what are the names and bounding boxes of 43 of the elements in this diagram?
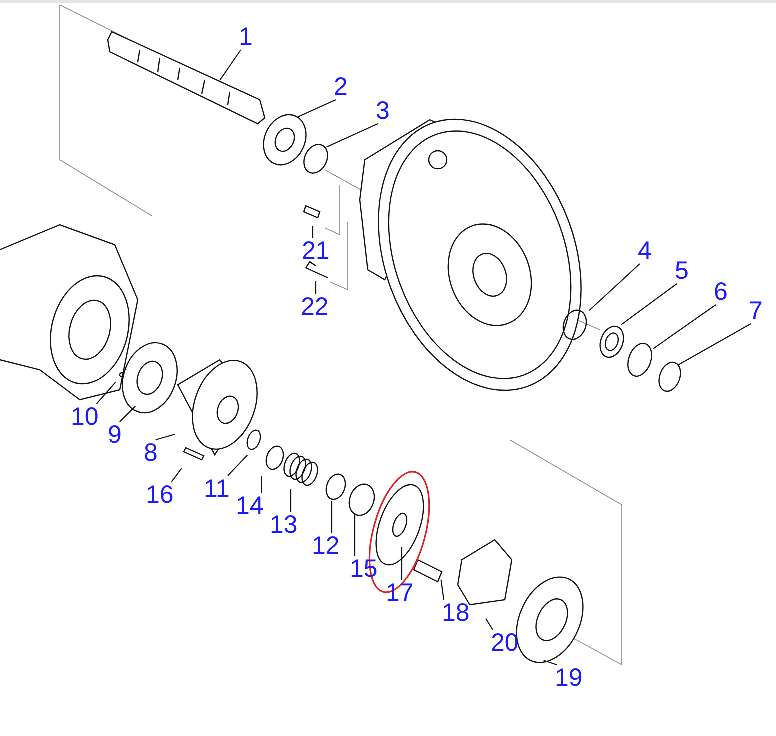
leader-line [678,324,752,366]
leader-line [315,281,317,294]
leader-line [171,468,182,482]
callout-number: 19 [555,665,583,691]
callout-number: 17 [386,580,414,606]
callout-number: 21 [302,238,330,264]
callout-number: 14 [236,493,264,519]
leader-line [331,501,333,533]
leader-line [261,476,263,493]
leader-line [156,434,176,441]
callout-number: 18 [442,600,470,626]
callout-number: 3 [376,98,390,124]
callout-number: 9 [108,422,122,448]
leader-line [354,513,356,556]
callout-number: 10 [71,404,99,430]
callout-number: 12 [312,533,340,559]
callout-number: 7 [749,298,763,324]
callout-number: 5 [675,258,689,284]
callout-number: 16 [146,482,174,508]
callout-number: 13 [270,512,298,538]
leader-line [544,660,558,666]
leader-line [653,304,716,350]
leader-line [290,489,292,512]
leader-line [312,226,314,238]
callout-number: 2 [334,74,348,100]
leader-line [326,124,378,148]
leader-line [96,382,116,404]
leader-line [486,618,494,630]
leader-line [228,455,248,476]
leader-line [401,547,403,580]
callout-number: 20 [491,630,519,656]
leader-line [589,264,640,311]
leader-line [440,580,445,600]
leader-line [621,284,678,326]
callout-number: 22 [301,294,329,320]
callout-number: 4 [638,238,652,264]
callout-number: 8 [144,440,158,466]
callout-number: 6 [714,279,728,305]
leader-line [120,406,136,422]
callout-number: 11 [204,476,230,502]
callout-number: 1 [239,24,253,50]
leader-line [220,50,242,81]
leader-line [298,100,336,118]
